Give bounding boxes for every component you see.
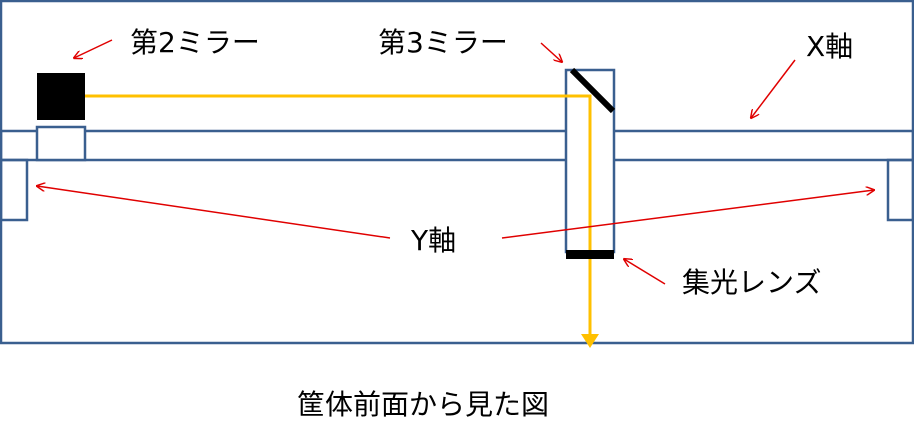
y-axis-rail-right [886, 158, 914, 222]
label-mirror3: 第3ミラー [378, 26, 508, 59]
mirror2-mount [35, 125, 87, 162]
label-lens: 集光レンズ [682, 266, 821, 299]
label-y-axis: Y軸 [410, 224, 456, 257]
pointer-mirror3 [540, 42, 562, 62]
label-mirror2: 第2ミラー [130, 26, 260, 59]
laser-beam-arrowhead [581, 334, 599, 348]
pointer-y-axis-right [501, 190, 874, 239]
pointer-x-axis [751, 59, 796, 118]
diagram-caption: 筐体前面から見た図 [297, 388, 549, 421]
focus-lens [566, 250, 614, 259]
pointer-y-axis-left [37, 186, 391, 239]
y-axis-rail-left [0, 158, 29, 222]
pointer-lens [624, 259, 666, 285]
label-x-axis: X軸 [806, 30, 853, 63]
mirror3 [569, 67, 616, 114]
x-axis-rail [0, 129, 914, 162]
mirror2-block [37, 73, 85, 120]
pointer-mirror2 [74, 39, 113, 58]
